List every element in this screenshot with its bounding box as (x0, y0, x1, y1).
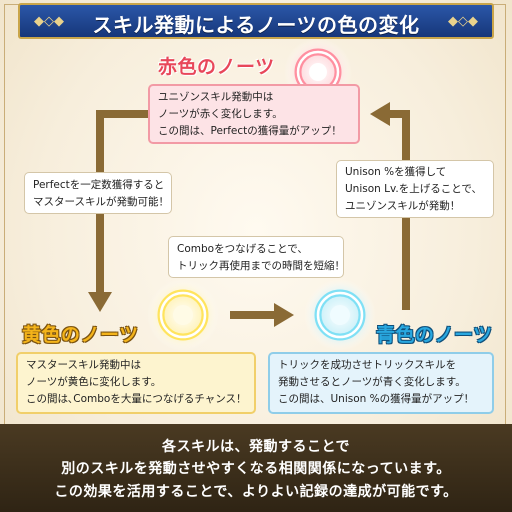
yellow-description-line: この間は､Comboを大量につなげるチャンス！ (26, 393, 247, 405)
arrow-red-to-yellow-head (88, 292, 112, 312)
yellow-note-description: マスタースキル発動中は ノーツが黄色に変化します。 この間は､Comboを大量に… (16, 352, 256, 414)
transition-line: Unison Lv.を上げることで、 (345, 183, 482, 195)
transition-line: Comboをつなげることで、 (177, 243, 308, 255)
title-banner: ◆◇◆ スキル発動によるノーツの色の変化 ◆◇◆ (18, 3, 494, 39)
arrow-blue-to-red-head (370, 102, 390, 126)
blue-note-icon (304, 279, 376, 351)
footer-text-line: 各スキルは、発動することで (161, 439, 351, 455)
transition-line: トリック再使用までの時間を短縮！ (177, 260, 345, 272)
arrow-blue-to-red-top (386, 110, 410, 118)
arrow-yellow-to-blue-head (274, 303, 294, 327)
transition-red-to-yellow: Perfectを一定数獲得すると マスタースキルが発動可能！ (24, 172, 172, 214)
yellow-description-line: ノーツが黄色に変化します。 (26, 376, 162, 388)
page-title: スキル発動によるノーツの色の変化 (92, 13, 420, 37)
transition-yellow-to-blue: Comboをつなげることで、 トリック再使用までの時間を短縮！ (168, 236, 345, 278)
banner-ornament-right: ◆◇◆ (448, 14, 478, 29)
red-description-line: ユニゾンスキル発動中は (158, 91, 274, 103)
red-description-line: ノーツが赤く変化します。 (158, 108, 283, 120)
transition-line: マスタースキルが発動可能！ (33, 196, 169, 208)
arrow-yellow-to-blue-shaft (230, 311, 276, 319)
footer-text-line: 別のスキルを発動させやすくなる相関関係になっています。 (61, 461, 451, 477)
blue-description-line: 発動させるとノーツが青く変化します。 (278, 376, 466, 388)
transition-line: Unison %を獲得して (345, 166, 447, 178)
yellow-description-line: マスタースキル発動中は (26, 359, 141, 371)
transition-line: ユニゾンスキルが発動！ (345, 200, 461, 212)
banner-ornament-left: ◆◇◆ (34, 14, 64, 29)
yellow-note-heading: 黄色のノーツ (22, 324, 139, 346)
blue-note-description: トリックを成功させトリックスキルを 発動させるとノーツが青く変化します。 この間… (268, 352, 494, 414)
footer-text-line: この効果を活用することで、よりよい記録の達成が可能です。 (54, 484, 458, 500)
red-note-heading: 赤色のノーツ (158, 56, 275, 78)
transition-line: Perfectを一定数獲得すると (33, 179, 165, 191)
yellow-note-icon (147, 279, 219, 351)
blue-description-line: この間は、Unison %の獲得量がアップ！ (278, 393, 475, 405)
red-note-description: ユニゾンスキル発動中は ノーツが赤く変化します。 この間は、Perfectの獲得… (148, 84, 360, 144)
footer-panel (0, 424, 512, 512)
red-description-line: この間は、Perfectの獲得量がアップ！ (158, 125, 342, 137)
blue-description-line: トリックを成功させトリックスキルを (278, 359, 457, 371)
blue-note-heading: 青色のノーツ (376, 324, 493, 346)
arrow-red-to-yellow-top (96, 110, 148, 118)
transition-blue-to-red: Unison %を獲得して Unison Lv.を上げることで、 ユニゾンスキル… (336, 160, 494, 218)
